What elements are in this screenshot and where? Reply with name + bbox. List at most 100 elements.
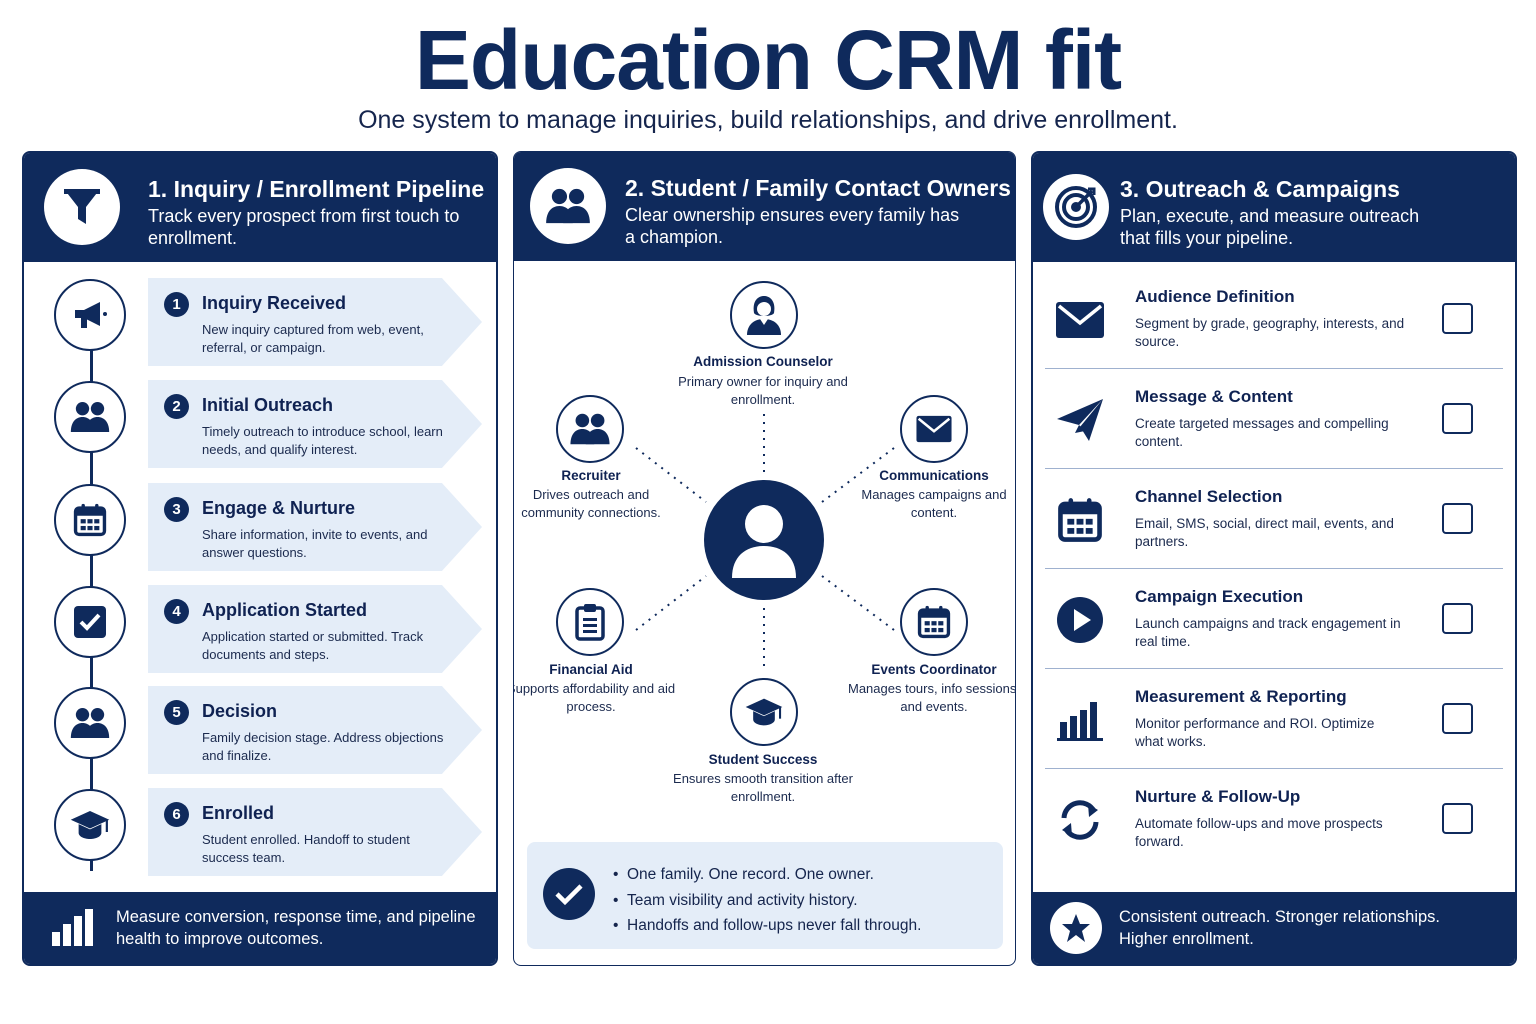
pipeline-header: 1. Inquiry / Enrollment Pipeline Track e… [24, 153, 496, 262]
contact-owners-panel: 2. Student / Family Contact Owners Clear… [513, 151, 1016, 966]
calendar-icon [900, 588, 968, 656]
outreach-item-description: Create targeted messages and compelling … [1135, 416, 1389, 449]
bullet-item: One family. One record. One owner. [613, 862, 921, 888]
ownership-bullets: One family. One record. One owner. Team … [613, 862, 921, 939]
step-number: 5 [164, 700, 189, 725]
pipeline-footer-text: Measure conversion, response time, and p… [116, 908, 476, 948]
person-icon [704, 480, 824, 600]
owners-description: Clear ownership ensures every family has… [625, 205, 960, 247]
megaphone-icon [54, 279, 126, 351]
role-name: Recruiter [561, 468, 621, 483]
outreach-item-description: Launch campaigns and track engagement in… [1135, 616, 1401, 649]
outreach-item-checkbox[interactable] [1442, 603, 1473, 634]
outreach-header: 3. Outreach & Campaigns Plan, execute, a… [1033, 153, 1515, 262]
role-description: Ensures smooth transition after enrollme… [673, 771, 853, 804]
step-name: Enrolled [202, 803, 275, 823]
step-name: Application Started [202, 600, 368, 620]
ownership-summary: One family. One record. One owner. Team … [527, 842, 1003, 949]
step-number: 4 [164, 599, 189, 624]
step-name: Engage & Nurture [202, 498, 356, 518]
outreach-item-checkbox[interactable] [1442, 703, 1473, 734]
pipeline-step[interactable] [148, 585, 482, 673]
outreach-item: Message & Content Create targeted messag… [1045, 369, 1503, 469]
step-description: Student enrolled. Handoff to student suc… [202, 832, 410, 865]
step-description: Family decision stage. Address objection… [202, 730, 444, 763]
role-description: Drives outreach and community connection… [521, 487, 661, 520]
role-description: Supports affordability and aid process. [513, 681, 676, 714]
outreach-item: Nurture & Follow-Up Automate follow-ups … [1045, 769, 1503, 869]
step-description: Share information, invite to events, and… [202, 527, 428, 560]
pipeline-step[interactable] [148, 788, 482, 876]
calendar-icon [54, 484, 126, 556]
outreach-footer: Consistent outreach. Stronger relationsh… [1033, 892, 1515, 964]
divider [1045, 367, 1503, 369]
outreach-item-checkbox[interactable] [1442, 403, 1473, 434]
owners-header: 2. Student / Family Contact Owners Clear… [514, 152, 1015, 261]
outreach-item-description: Email, SMS, social, direct mail, events,… [1135, 516, 1394, 549]
outreach-item-name: Audience Definition [1135, 287, 1295, 306]
outreach-item-description: Monitor performance and ROI. Optimize wh… [1135, 716, 1375, 749]
owners-title: 2. Student / Family Contact Owners [625, 175, 1011, 201]
outreach-item-name: Campaign Execution [1135, 587, 1304, 606]
envelope-icon [900, 395, 968, 463]
divider [1045, 567, 1503, 569]
role-description: Primary owner for inquiry and enrollment… [678, 374, 848, 407]
bar-chart-icon [50, 908, 94, 948]
page-subtitle: One system to manage inquiries, build re… [358, 106, 1178, 134]
outreach-item-name: Channel Selection [1135, 487, 1283, 506]
envelope-icon [1053, 297, 1107, 343]
role-name: Communications [879, 468, 989, 483]
outreach-footer-text: Consistent outreach. Stronger relationsh… [1119, 908, 1441, 948]
pipeline-step[interactable] [148, 483, 482, 571]
people-icon [530, 168, 606, 244]
checkbox-icon [54, 586, 126, 658]
graduation-cap-icon [730, 678, 798, 746]
paper-plane-icon [1053, 397, 1107, 443]
divider [1045, 467, 1503, 469]
step-name: Inquiry Received [202, 293, 347, 313]
outreach-item: Channel Selection Email, SMS, social, di… [1045, 469, 1503, 569]
role-name: Events Coordinator [871, 662, 997, 677]
calendar-icon [1053, 497, 1107, 543]
pipeline-step[interactable] [148, 278, 482, 366]
outreach-item-checkbox[interactable] [1442, 303, 1473, 334]
outreach-item-name: Nurture & Follow-Up [1135, 787, 1301, 806]
role-name: Financial Aid [549, 662, 633, 677]
pipeline-panel: 1. Inquiry / Enrollment Pipeline Track e… [22, 151, 498, 966]
step-number: 3 [164, 497, 189, 522]
graduation-cap-icon [54, 789, 126, 861]
role-description: Manages tours, info sessions, and events… [848, 681, 1016, 714]
role-name: Student Success [708, 752, 818, 767]
target-icon [1043, 174, 1109, 240]
people-icon [556, 395, 624, 463]
role-description: Manages campaigns and content. [861, 487, 1007, 520]
outreach-item: Campaign Execution Launch campaigns and … [1045, 569, 1503, 669]
pipeline-footer: Measure conversion, response time, and p… [24, 892, 496, 964]
check-circle-icon [543, 868, 595, 920]
step-description: Timely outreach to introduce school, lea… [202, 424, 443, 457]
step-name: Initial Outreach [202, 395, 334, 415]
bar-chart-icon [1053, 697, 1107, 743]
outreach-item-description: Automate follow-ups and move prospects f… [1135, 816, 1383, 849]
outreach-item: Audience Definition Segment by grade, ge… [1045, 269, 1503, 369]
bullet-item: Handoffs and follow-ups never fall throu… [613, 913, 921, 939]
step-number: 6 [164, 802, 189, 827]
hub-connectors [635, 414, 895, 667]
pipeline-step[interactable] [148, 380, 482, 468]
step-description: Application started or submitted. Track … [202, 629, 424, 662]
outreach-item-name: Message & Content [1135, 387, 1293, 406]
outreach-title: 3. Outreach & Campaigns [1120, 176, 1400, 202]
outreach-item: Measurement & Reporting Monitor performa… [1045, 669, 1503, 769]
play-icon [1053, 597, 1107, 643]
outreach-item-name: Measurement & Reporting [1135, 687, 1347, 706]
pipeline-step[interactable] [148, 686, 482, 774]
outreach-item-checkbox[interactable] [1442, 503, 1473, 534]
role-name: Admission Counselor [693, 354, 833, 369]
step-number: 1 [164, 292, 189, 317]
step-number: 2 [164, 394, 189, 419]
clipboard-icon [556, 588, 624, 656]
counselor-icon [730, 281, 798, 349]
step-description: New inquiry captured from web, event, re… [202, 322, 424, 355]
outreach-item-checkbox[interactable] [1442, 803, 1473, 834]
page-title: Education CRM fit [414, 13, 1122, 107]
